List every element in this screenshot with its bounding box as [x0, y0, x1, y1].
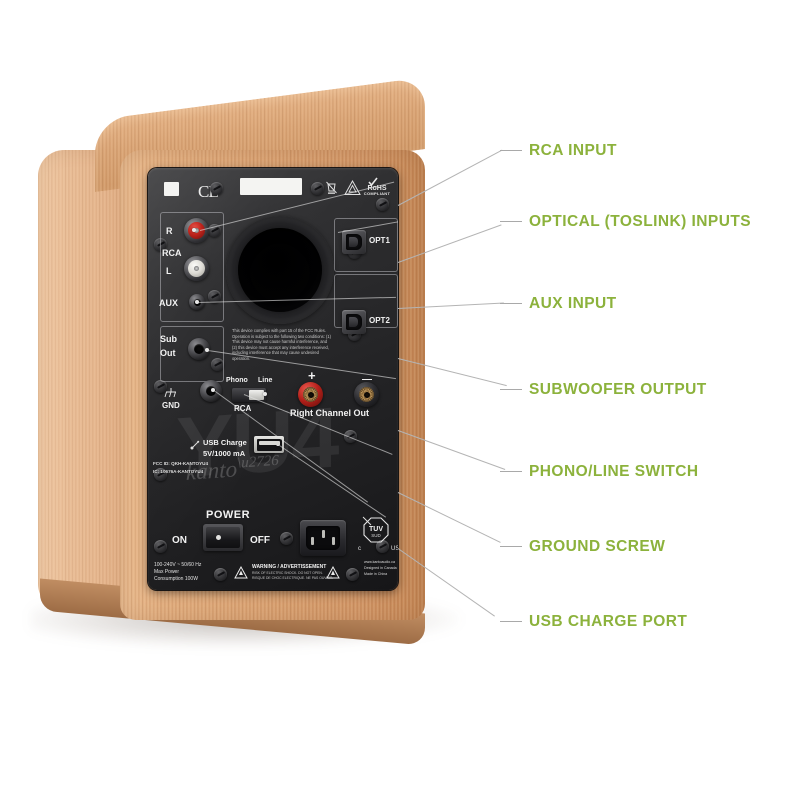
svg-text:TUV: TUV: [369, 526, 383, 533]
bass-reflex-port: [226, 216, 334, 324]
fcc-id-text: FCC ID: QKH-KANTOYU4: [153, 461, 209, 466]
opt1-label: OPT1: [369, 236, 390, 245]
negative-terminal-label: —: [362, 374, 372, 385]
tuv-certification-icon: TUV SUD: [362, 516, 389, 543]
fcc-compliance-statement: This device complies with part 15 of the…: [232, 328, 331, 361]
warning-triangle-icon: [234, 566, 248, 579]
power-title: POWER: [206, 509, 251, 521]
rohs-check-icon: [368, 177, 378, 187]
leader-tick-usb: [500, 621, 522, 622]
ic-id-text: IC: 10676A-KANTOYU4: [153, 469, 204, 474]
designed-in-text: Designed in Canada: [364, 566, 397, 570]
positive-terminal-label: +: [308, 368, 316, 383]
callout-usb-charge-port: USB CHARGE PORT: [529, 613, 688, 630]
leader-tick-rca: [500, 150, 522, 151]
power-switch[interactable]: [203, 524, 243, 551]
callout-subwoofer-output: SUBWOOFER OUTPUT: [529, 381, 707, 398]
rohs-label: RoHS: [367, 185, 387, 192]
plate-screw: [154, 380, 167, 393]
plate-screw: [311, 182, 324, 195]
anchor-rca: [192, 228, 196, 232]
callout-optical-inputs: OPTICAL (TOSLINK) INPUTS: [529, 213, 752, 230]
warning-line1: RISK OF ELECTRIC SHOCK. DO NOT OPEN.: [252, 571, 323, 575]
leader-tick-optical: [500, 221, 522, 222]
warning-triangle-icon: [326, 566, 340, 579]
power-on-label: ON: [172, 535, 187, 546]
earth-ground-icon: [164, 388, 176, 398]
opt2-group-box: [334, 274, 398, 328]
plate-screw: [210, 182, 223, 195]
made-in-text: Made in China: [364, 572, 388, 576]
max-power-line1: Max Power: [154, 569, 180, 575]
opt2-label: OPT2: [369, 316, 390, 325]
voltage-rating: 100-240V ~ 50/60 Hz: [154, 562, 202, 568]
rca-group-label: RCA: [162, 248, 182, 258]
switch-rca-label: RCA: [234, 404, 252, 413]
leader-tick-phono: [500, 471, 522, 472]
subwoofer-output-jack[interactable]: [188, 338, 210, 360]
plate-screw: [376, 198, 389, 211]
rca-input-right-jack[interactable]: [184, 218, 209, 243]
plate-screw: [280, 532, 293, 545]
warning-title: WARNING / ADVERTISSEMENT: [252, 564, 327, 570]
serial-label-sticker: [240, 178, 302, 195]
callout-aux-input: AUX INPUT: [529, 295, 617, 312]
anchor-aux: [195, 300, 199, 304]
usb-charge-rating: 5V/1000 mA: [203, 449, 246, 458]
right-channel-out-label: Right Channel Out: [290, 408, 369, 418]
weee-icon: [326, 181, 337, 194]
opt1-group-box: [334, 218, 398, 272]
warning-line2: RISQUE DE CHOC ELECTRIQUE. NE PAS OUVRIR…: [252, 576, 334, 580]
leader-tick-ground: [500, 546, 522, 547]
amplifier-back-plate: YU4 kanto\u2726 CE RoHS: [148, 168, 398, 590]
plate-screw: [154, 540, 167, 553]
callout-rca-input: RCA INPUT: [529, 142, 617, 159]
speaker-out-positive-post[interactable]: [298, 382, 323, 407]
callout-ground-screw: GROUND SCREW: [529, 538, 666, 555]
blank-label-sticker: [164, 182, 179, 196]
plate-screw: [208, 290, 221, 303]
leader-tick-aux: [500, 303, 522, 304]
max-power-line2: Consumption 100W: [154, 576, 198, 582]
tuv-c-mark: c: [358, 546, 361, 552]
optical-input-2-port[interactable]: [342, 310, 366, 334]
phono-label: Phono: [226, 377, 248, 384]
usb-icon: [190, 440, 200, 450]
sub-out-group-box: [160, 326, 224, 382]
speaker-out-negative-post[interactable]: [354, 382, 379, 407]
rca-aux-group-box: [160, 212, 224, 322]
plate-screw: [346, 568, 359, 581]
callout-phono-line-switch: PHONO/LINE SWITCH: [529, 463, 699, 480]
plate-screw: [376, 540, 389, 553]
ground-label: GND: [162, 401, 180, 410]
rca-right-label: R: [166, 226, 173, 236]
plate-screw: [211, 358, 224, 371]
rca-input-left-jack[interactable]: [184, 256, 209, 281]
rca-left-label: L: [166, 266, 172, 276]
usb-charge-port[interactable]: [254, 436, 284, 453]
power-off-label: OFF: [250, 535, 270, 546]
anchor-gnd: [211, 388, 215, 392]
plate-screw: [214, 568, 227, 581]
line-label: Line: [258, 377, 273, 384]
sub-out-label-line2: Out: [160, 348, 176, 358]
leader-tick-sub: [500, 389, 522, 390]
rohs-sublabel: COMPLIANT: [363, 191, 391, 196]
plate-screw: [154, 468, 167, 481]
website-text: www.kantoaudio.ca: [364, 560, 395, 564]
anchor-sub: [205, 348, 209, 352]
svg-text:SUD: SUD: [371, 533, 381, 538]
sub-out-label-line1: Sub: [160, 334, 177, 344]
tuv-us-mark: US: [391, 546, 398, 552]
aux-label: AUX: [159, 298, 179, 308]
anchor-switch: [263, 392, 267, 396]
optical-input-1-port[interactable]: [342, 230, 366, 254]
iec-power-inlet[interactable]: [300, 520, 346, 556]
usb-charge-title: USB Charge: [203, 438, 247, 447]
